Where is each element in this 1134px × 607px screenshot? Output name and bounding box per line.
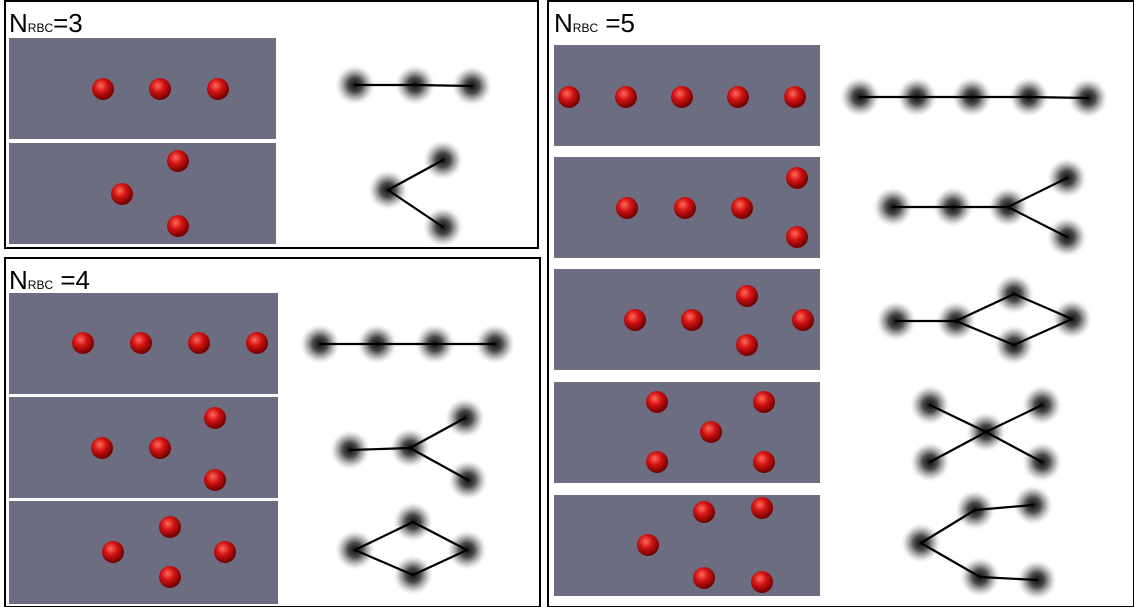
graph-edge (353, 520, 415, 552)
graph-edge (978, 575, 1039, 582)
graph-edge (1012, 292, 1074, 321)
rbc-sphere (674, 197, 696, 219)
graph-edge (411, 548, 469, 577)
rbc-sphere (731, 197, 753, 219)
panel-frame-n4 (4, 257, 541, 607)
rbc-sphere (207, 78, 229, 100)
rbc-sphere (111, 183, 133, 205)
graph-edge (954, 292, 1016, 323)
configuration-row (554, 382, 1063, 483)
configuration-row (9, 397, 489, 501)
panel-label-n5: NRBC =5 (554, 8, 635, 38)
graph-edge (1006, 176, 1069, 209)
rbc-sphere (624, 309, 646, 331)
configuration-row (9, 38, 493, 139)
rbc-sphere (102, 541, 124, 563)
graph-edge (1012, 317, 1074, 347)
graph-edge (973, 503, 1035, 512)
panel-label-n4: NRBC =4 (9, 265, 90, 295)
rbc-sphere (159, 516, 181, 538)
rbc-sphere (671, 86, 693, 108)
graph-edge (928, 403, 988, 434)
rbc-sphere (786, 167, 808, 189)
rbc-sphere (616, 197, 638, 219)
rbc-sphere (167, 150, 189, 172)
rbc-sphere (681, 309, 703, 331)
rbc-sphere (736, 334, 758, 356)
rbc-sphere (753, 451, 775, 473)
panel-label-n3: NRBC=3 (9, 8, 83, 38)
rbc-sphere (736, 285, 758, 307)
rbc-sphere (637, 534, 659, 556)
graph-edge (954, 319, 1016, 347)
rbc-sphere (646, 391, 668, 413)
rbc-sphere (130, 332, 152, 354)
configuration-row (9, 139, 464, 248)
graph-edge (408, 446, 470, 482)
simulation-snapshot (9, 397, 278, 498)
graph-edge (386, 188, 445, 229)
rbc-sphere (167, 215, 189, 237)
graph-edge (919, 541, 982, 579)
configuration-row (9, 293, 516, 394)
panel-frame-n5 (547, 0, 1134, 607)
simulation-snapshot (9, 143, 276, 244)
graph-edge (413, 83, 474, 88)
simulation-snapshot (554, 382, 820, 483)
rbc-sphere (646, 451, 668, 473)
rbc-sphere (727, 86, 749, 108)
configuration-row (9, 501, 488, 604)
simulation-snapshot (554, 495, 820, 596)
rbc-sphere (751, 571, 773, 593)
rbc-sphere (204, 469, 226, 491)
graph-edge (353, 548, 415, 577)
rbc-sphere (214, 541, 236, 563)
rbc-sphere (693, 501, 715, 523)
graph-edge (1006, 205, 1069, 239)
rbc-sphere (784, 86, 806, 108)
rbc-sphere (246, 332, 268, 354)
graph-edge (928, 430, 988, 464)
simulation-snapshot (9, 38, 276, 139)
graph-edge (411, 520, 469, 552)
rbc-sphere (149, 78, 171, 100)
rbc-sphere (700, 421, 722, 443)
simulation-snapshot (9, 501, 278, 604)
graph-edge (1027, 95, 1090, 100)
rbc-sphere (615, 86, 637, 108)
graph-edge (408, 416, 467, 450)
configuration-row (554, 157, 1088, 258)
rbc-sphere (792, 309, 814, 331)
rbc-sphere (91, 437, 113, 459)
rbc-sphere (188, 332, 210, 354)
rbc-sphere (159, 566, 181, 588)
graph-edge (386, 158, 445, 192)
configuration-row (554, 269, 1093, 370)
graph-edge (984, 430, 1044, 464)
rbc-sphere (72, 332, 94, 354)
rbc-sphere (92, 78, 114, 100)
rbc-sphere (558, 86, 580, 108)
rbc-sphere (204, 407, 226, 429)
rbc-sphere (786, 226, 808, 248)
graph-edge (984, 403, 1044, 434)
rbc-sphere (753, 391, 775, 413)
rbc-sphere (149, 437, 171, 459)
graph-edge (919, 508, 977, 545)
panel-frame-n3 (4, 0, 539, 249)
configuration-row (554, 45, 1109, 146)
rbc-sphere (693, 567, 715, 589)
graph-edge (348, 446, 412, 452)
rbc-sphere (751, 497, 773, 519)
configuration-row (554, 484, 1058, 601)
